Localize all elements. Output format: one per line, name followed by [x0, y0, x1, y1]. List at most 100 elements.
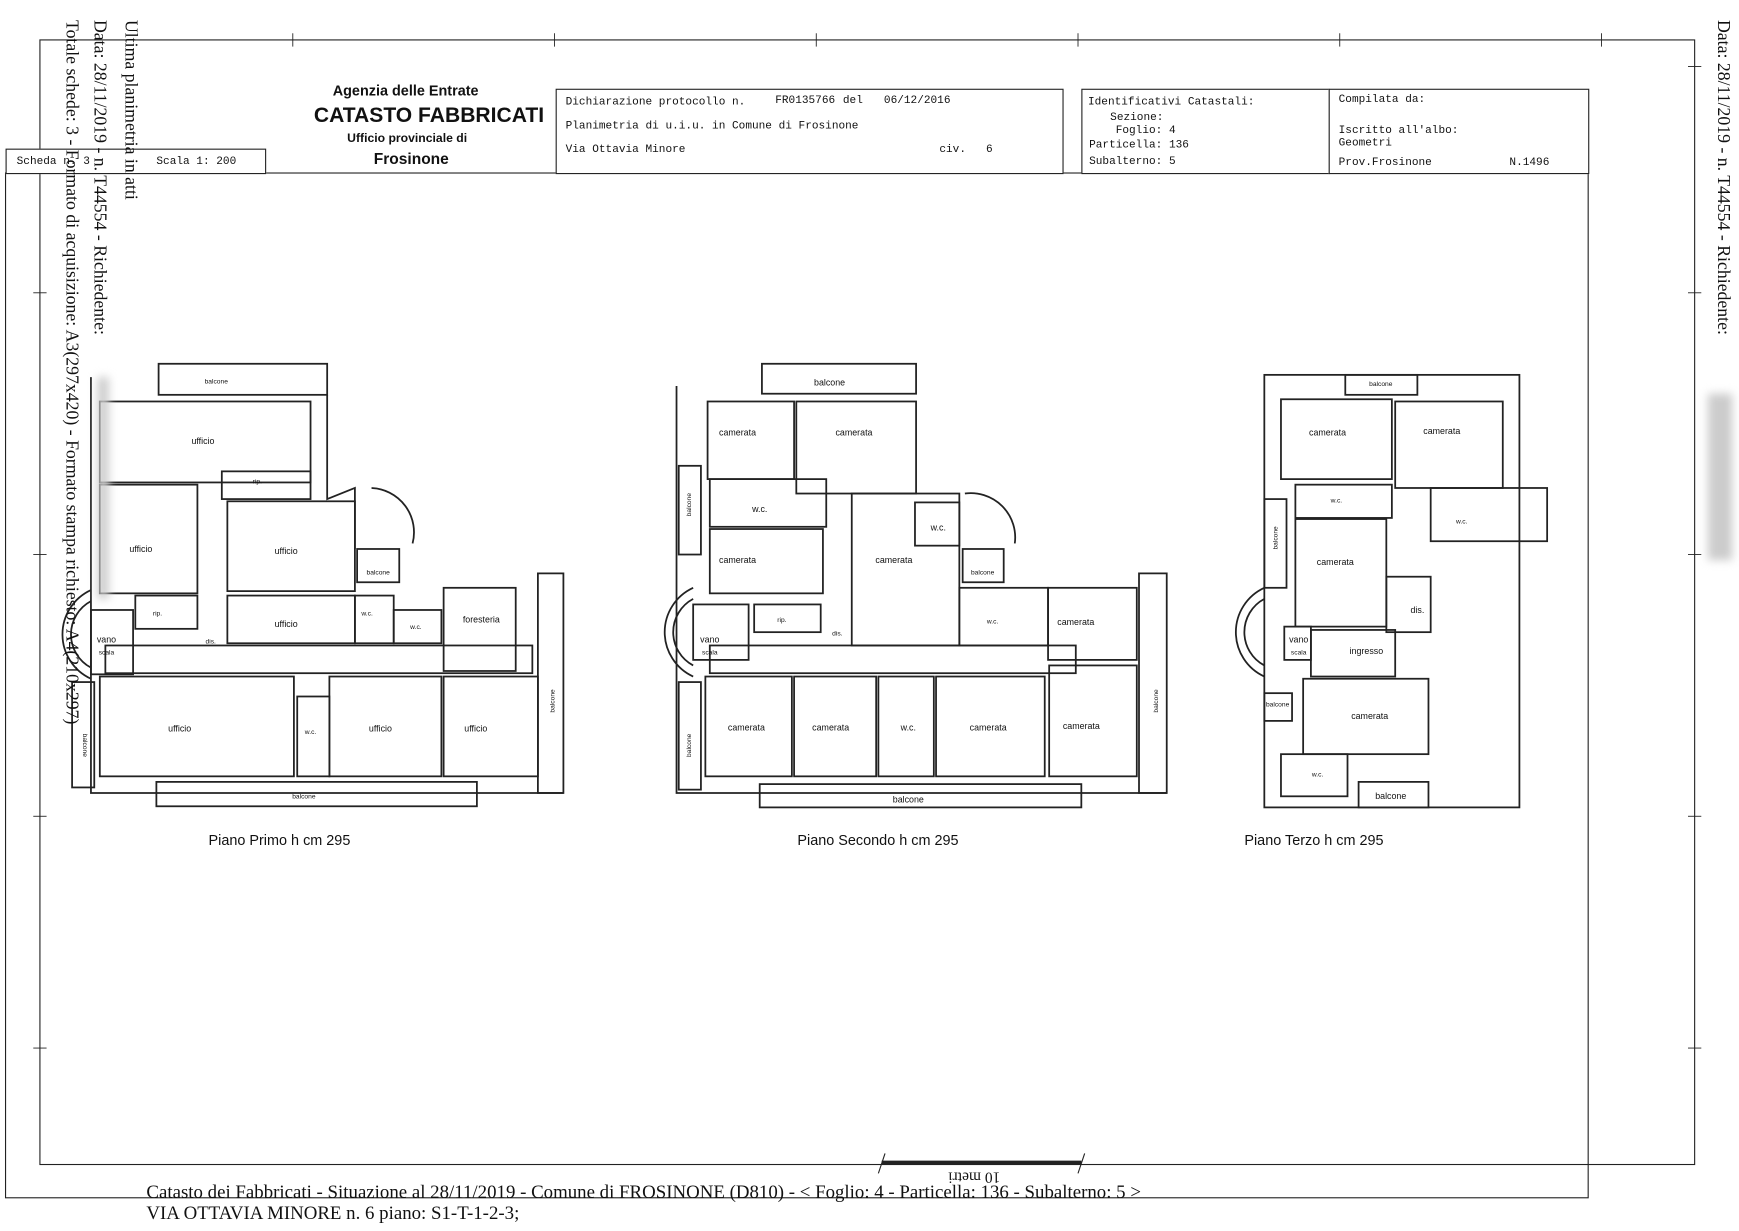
room-label: camerata [1351, 711, 1389, 722]
plan-piano-secondo [663, 362, 1168, 809]
room-label: w.c. [986, 618, 999, 626]
room-label: camerata [812, 722, 850, 733]
room-label: w.c. [930, 522, 946, 533]
declaration-date: 06/12/2016 [883, 95, 951, 108]
scale-bar [877, 1153, 1086, 1174]
room-label: balcone [970, 570, 995, 577]
room-label: w.c. [752, 504, 768, 515]
room-label: scala [1290, 649, 1307, 657]
room-label: ingresso [1349, 646, 1384, 657]
scale-label: Scala 1: 200 [156, 156, 237, 169]
room-label: balcone [814, 377, 846, 388]
identificativi-title: Identificativi Catastali: [1087, 96, 1255, 109]
room-label: balcone [1273, 526, 1280, 550]
room-label: ufficio [274, 619, 298, 630]
room-label: scala [702, 649, 718, 657]
side-text-schede: Totale schede: 3 - Formato di acquisizio… [62, 19, 81, 725]
footer-line-2: VIA OTTAVIA MINORE n. 6 piano: S1-T-1-2-… [146, 1202, 520, 1224]
room-label: camerata [1057, 617, 1095, 628]
declaration-box: Dichiarazione protocollo n. FR0135766 de… [555, 88, 1064, 175]
room-label: foresteria [462, 614, 500, 625]
room-label: balcone [204, 379, 228, 386]
room-label: w.c. [410, 624, 422, 632]
room-label: camerata [969, 722, 1007, 733]
room-label: scala [98, 649, 115, 657]
room-label: ufficio [368, 723, 392, 734]
compilata-title: Compilata da: [1338, 94, 1426, 107]
outer-frame [39, 39, 1696, 1166]
room-label: balcone [1369, 381, 1393, 389]
plan-secondo-title: Piano Secondo h cm 295 [797, 831, 959, 849]
protocol-label: Dichiarazione protocollo n. [565, 96, 746, 109]
albo-value: Geometri [1338, 137, 1392, 150]
plan-primo-title: Piano Primo h cm 295 [208, 831, 351, 849]
room-label: w.c. [1330, 497, 1343, 505]
protocol-number: FR0135766 [775, 95, 836, 108]
compilata-box: Compilata da: Iscritto all'albo: Geometr… [1328, 88, 1590, 175]
scheda-box: Scheda n. 3 Scala 1: 200 [5, 148, 267, 175]
room-label: w.c. [900, 722, 916, 733]
room-label: camerata [719, 427, 757, 438]
room-label: camerata [1062, 721, 1100, 732]
room-label: ufficio [191, 436, 215, 447]
office-city: Frosinone [373, 149, 449, 168]
room-label: ufficio [464, 723, 488, 734]
room-label: vano [96, 634, 117, 645]
room-label: rip. [152, 611, 163, 618]
room-label: rip. [252, 479, 262, 486]
room-label: balcone [1265, 702, 1290, 709]
room-label: rip. [777, 617, 787, 625]
room-label: w.c. [1311, 771, 1324, 779]
civ-number: 6 [985, 144, 993, 157]
registration-number: N.1496 [1509, 157, 1550, 170]
civ-label: civ. [939, 144, 967, 157]
room-label: balcone [550, 689, 557, 713]
scheda-number: Scheda n. 3 [16, 156, 90, 169]
room-label: w.c. [361, 611, 373, 618]
side-text-data: Data: 28/11/2019 - n. T44554 - Richieden… [89, 19, 109, 335]
side-text-right: Data: 28/11/2019 - n. T44554 - Richieden… [1713, 19, 1733, 335]
room-label: camerata [1316, 557, 1354, 568]
room-label: vano [700, 634, 720, 645]
frame-ticks [33, 33, 1702, 1049]
room-label: dis. [832, 631, 843, 638]
room-label: dis. [205, 638, 216, 646]
inner-frame [4, 172, 1589, 1199]
room-label: balcone [292, 794, 316, 801]
room-label: camerata [835, 427, 873, 438]
albo-label: Iscritto all'albo: [1338, 125, 1459, 138]
room-label: ufficio [168, 723, 192, 734]
room-label: balcone [686, 492, 694, 517]
room-label: vano [1289, 634, 1309, 645]
room-label: camerata [1309, 427, 1347, 438]
room-label: camerata [1423, 426, 1461, 437]
plan-piano-primo [61, 362, 565, 808]
agency-name: Agenzia delle Entrate [332, 82, 479, 99]
room-label: w.c. [1456, 519, 1468, 526]
particella: Particella: 136 [1089, 139, 1189, 152]
redacted-name [1707, 393, 1733, 561]
office-label: Ufficio provinciale di [347, 131, 468, 146]
room-label: w.c. [304, 729, 317, 737]
plan-terzo-title: Piano Terzo h cm 295 [1244, 831, 1384, 849]
planimetria-label: Planimetria di u.i.u. in Comune di Frosi… [565, 120, 859, 134]
room-label: ufficio [129, 543, 153, 554]
room-label: balcone [892, 794, 924, 805]
redacted-name [97, 377, 109, 599]
room-label: dis. [1410, 604, 1425, 615]
room-label: ufficio [274, 546, 298, 557]
province: Prov.Frosinone [1338, 157, 1432, 170]
room-label: balcone [80, 733, 88, 757]
street: Via Ottavia Minore [565, 144, 686, 157]
side-text-ultima: Ultima planimetria in atti [120, 19, 140, 200]
plan-piano-terzo [1234, 373, 1549, 809]
room-label: camerata [719, 555, 757, 566]
del-label: del [842, 95, 863, 108]
room-label: balcone [1375, 791, 1407, 802]
room-label: camerata [727, 722, 765, 733]
subalterno: Subalterno: 5 [1089, 156, 1176, 169]
catasto-title: CATASTO FABBRICATI [313, 104, 545, 128]
room-label: balcone [1153, 689, 1161, 713]
